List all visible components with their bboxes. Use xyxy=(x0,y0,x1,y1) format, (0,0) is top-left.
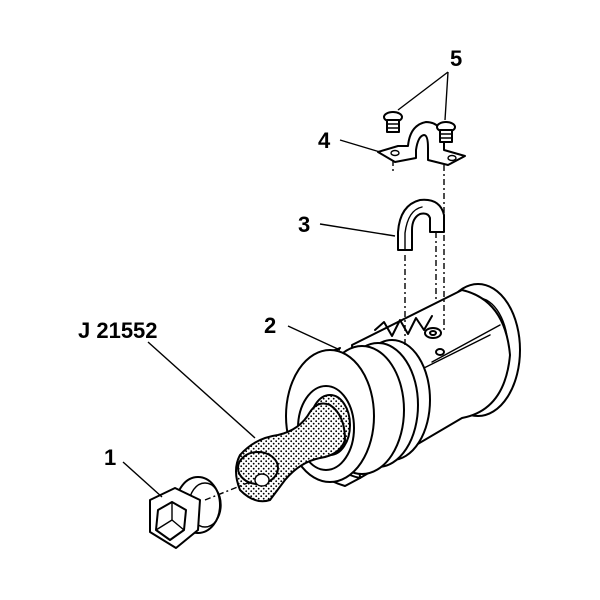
callout-1: 1 xyxy=(104,445,116,470)
screw-left xyxy=(383,111,403,133)
u-clip-part xyxy=(397,198,445,251)
callout-tool-j21552: J 21552 xyxy=(78,318,158,343)
leader-lines xyxy=(122,71,449,498)
callout-5: 5 xyxy=(450,46,462,71)
screw-right xyxy=(436,121,456,143)
callout-3: 3 xyxy=(298,212,310,237)
callout-2: 2 xyxy=(264,313,276,338)
callout-4: 4 xyxy=(318,128,331,153)
tool-j21552 xyxy=(235,402,346,503)
hex-plug-part xyxy=(149,476,222,549)
bracket-part xyxy=(377,121,466,166)
